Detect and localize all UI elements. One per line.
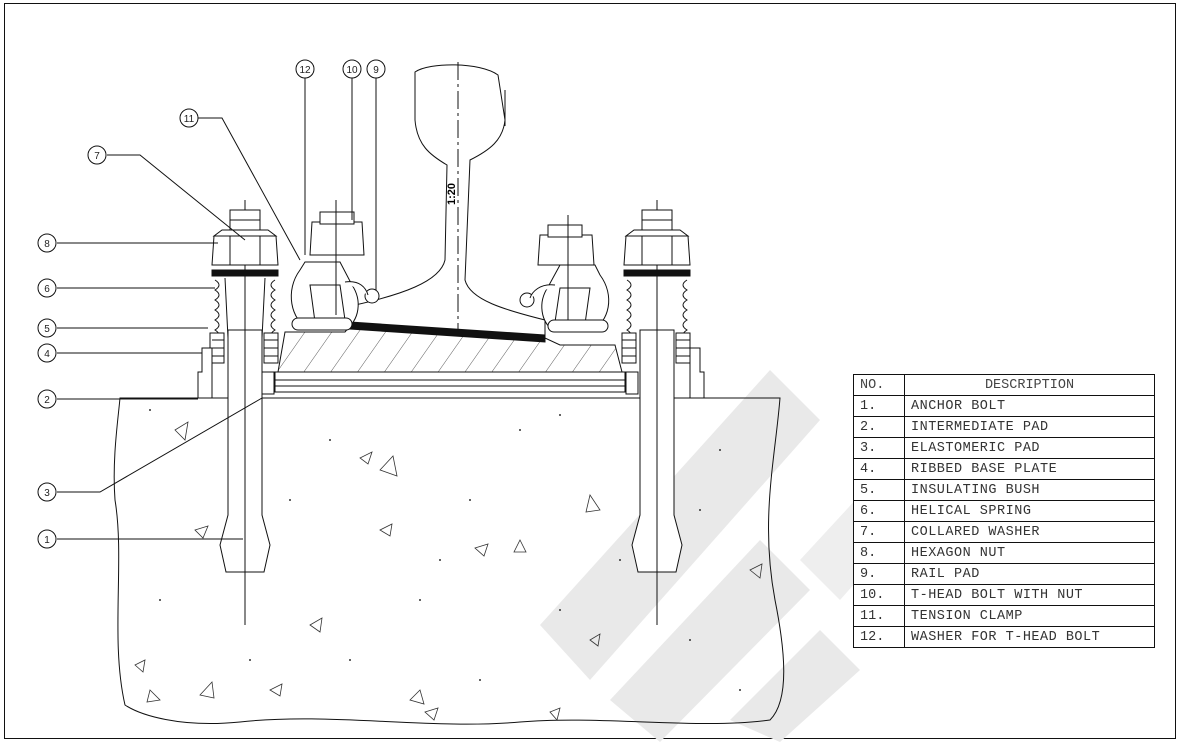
callout-11: 11 [179, 108, 199, 128]
legend-row: 8.HEXAGON NUT [853, 542, 1155, 564]
legend-row-number: 5. [853, 479, 905, 501]
legend-row: 3.ELASTOMERIC PAD [853, 437, 1155, 459]
legend-row-number: 10. [853, 584, 905, 606]
rail-slope-label: 1:20 [446, 183, 458, 205]
concrete-foundation [113, 397, 785, 725]
legend-row-description: HEXAGON NUT [904, 542, 1155, 564]
legend-row-description: ANCHOR BOLT [904, 395, 1155, 417]
tension-clamp-left [290, 200, 380, 331]
svg-text:1: 1 [44, 535, 50, 546]
legend-header-row: NO. DESCRIPTION [853, 374, 1155, 396]
svg-text:12: 12 [299, 65, 311, 76]
callout-12: 12 [295, 59, 315, 79]
legend-row-number: 11. [853, 605, 905, 627]
legend-row-description: T-HEAD BOLT WITH NUT [904, 584, 1155, 606]
legend-row: 2.INTERMEDIATE PAD [853, 416, 1155, 438]
legend-row: 10.T-HEAD BOLT WITH NUT [853, 584, 1155, 606]
callout-3: 3 [37, 482, 57, 502]
concrete-aggregate [134, 421, 763, 721]
legend-row-description: INTERMEDIATE PAD [904, 416, 1155, 438]
legend-row-description: HELICAL SPRING [904, 500, 1155, 522]
leader-lines [57, 78, 377, 540]
legend-row: 6.HELICAL SPRING [853, 500, 1155, 522]
legend-row-number: 7. [853, 521, 905, 543]
legend-row-description: ELASTOMERIC PAD [904, 437, 1155, 459]
parts-legend-table: NO. DESCRIPTION 1.ANCHOR BOLT 2.INTERMED… [853, 374, 1155, 648]
legend-row: 9.RAIL PAD [853, 563, 1155, 585]
rail [349, 62, 546, 336]
legend-header-no: NO. [853, 374, 905, 396]
helical-spring-left [211, 269, 279, 341]
legend-row-description: RAIL PAD [904, 563, 1155, 585]
svg-text:4: 4 [44, 349, 50, 360]
intermediate-pads [261, 371, 639, 395]
legend-row-description: RIBBED BASE PLATE [904, 458, 1155, 480]
callout-6: 6 [37, 278, 57, 298]
legend-row-number: 4. [853, 458, 905, 480]
legend-header-description: DESCRIPTION [904, 374, 1155, 396]
legend-row: 7.COLLARED WASHER [853, 521, 1155, 543]
legend-row: 11.TENSION CLAMP [853, 605, 1155, 627]
callout-10: 10 [342, 59, 362, 79]
legend-row-number: 1. [853, 395, 905, 417]
anchor-bolt-right [631, 200, 683, 625]
legend-row-description: WASHER FOR T-HEAD BOLT [904, 626, 1155, 648]
legend-row: 1.ANCHOR BOLT [853, 395, 1155, 417]
legend-row-number: 12. [853, 626, 905, 648]
legend-row-number: 8. [853, 542, 905, 564]
svg-text:5: 5 [44, 324, 50, 335]
callout-1: 1 [37, 529, 57, 549]
legend-row-number: 2. [853, 416, 905, 438]
svg-text:9: 9 [373, 65, 379, 76]
insulating-bush [197, 332, 705, 399]
legend-row: 4.RIBBED BASE PLATE [853, 458, 1155, 480]
helical-spring-right [623, 269, 691, 341]
callout-8: 8 [37, 233, 57, 253]
legend-row-description: TENSION CLAMP [904, 605, 1155, 627]
legend-row-number: 6. [853, 500, 905, 522]
svg-text:11: 11 [184, 114, 195, 125]
concrete-dots [149, 409, 741, 691]
svg-text:8: 8 [44, 239, 50, 250]
callout-5: 5 [37, 318, 57, 338]
tension-clamp-right [519, 215, 610, 333]
legend-row-description: COLLARED WASHER [904, 521, 1155, 543]
hexagon-nut-right [623, 209, 691, 266]
legend-row-description: INSULATING BUSH [904, 479, 1155, 501]
callout-9: 9 [366, 59, 386, 79]
legend-row-number: 3. [853, 437, 905, 459]
svg-text:6: 6 [44, 284, 50, 295]
svg-text:7: 7 [94, 151, 100, 162]
callout-7: 7 [87, 145, 107, 165]
svg-text:3: 3 [44, 488, 50, 499]
legend-row: 12.WASHER FOR T-HEAD BOLT [853, 626, 1155, 648]
callout-2: 2 [37, 389, 57, 409]
hexagon-nut-left [211, 209, 279, 266]
svg-text:10: 10 [346, 65, 358, 76]
svg-text:2: 2 [44, 395, 50, 406]
legend-row-number: 9. [853, 563, 905, 585]
legend-row: 5.INSULATING BUSH [853, 479, 1155, 501]
callout-4: 4 [37, 343, 57, 363]
